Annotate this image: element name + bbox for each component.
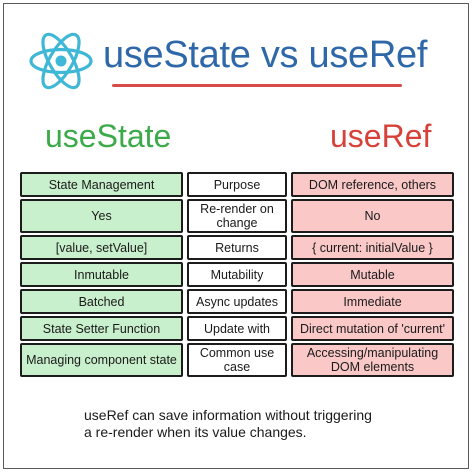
title-underline [112,84,402,87]
useref-cell-usecase: Accessing/manipulating DOM elements [291,343,454,377]
useref-cell-returns: { current: initialValue } [291,235,454,260]
useref-heading: useRef [330,118,432,154]
footer-note: useRef can save information without trig… [84,407,372,440]
page-title: useState vs useRef [103,34,428,76]
usestate-heading: useState [45,118,172,154]
criterion-cell-mutability: Mutability [187,262,287,287]
useref-cell-update: Direct mutation of 'current' [291,316,454,341]
useref-cell-async: Immediate [291,289,454,314]
usestate-cell-purpose: State Management [20,172,183,197]
useref-cell-purpose: DOM reference, others [291,172,454,197]
usestate-cell-async: Batched [20,289,183,314]
useref-cell-rerender: No [291,199,454,233]
criterion-cell-purpose: Purpose [187,172,287,197]
criterion-cell-async: Async updates [187,289,287,314]
outer-frame [3,3,469,469]
criterion-cell-update: Update with [187,316,287,341]
usestate-cell-usecase: Managing component state [20,343,183,377]
criterion-cell-rerender: Re-render on change [187,199,287,233]
usestate-cell-update: State Setter Function [20,316,183,341]
usestate-cell-returns: [value, setValue] [20,235,183,260]
usestate-cell-rerender: Yes [20,199,183,233]
react-atom-icon [29,32,93,90]
usestate-cell-mutability: Inmutable [20,262,183,287]
criterion-cell-returns: Returns [187,235,287,260]
criterion-cell-usecase: Common use case [187,343,287,377]
useref-cell-mutability: Mutable [291,262,454,287]
